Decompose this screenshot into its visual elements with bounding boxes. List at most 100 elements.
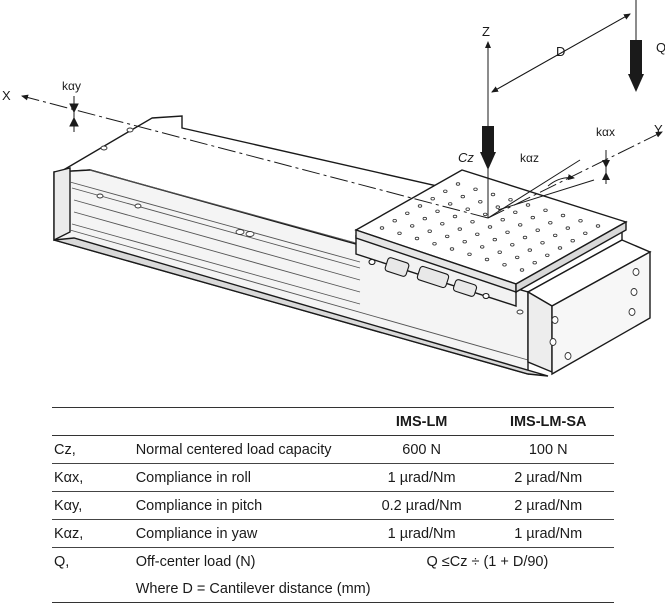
carriage-hole xyxy=(495,205,500,209)
row-symbol: Q, xyxy=(54,553,70,570)
carriage-hole xyxy=(417,204,423,208)
carriage-hole xyxy=(430,196,435,201)
carriage-hole xyxy=(480,245,485,249)
carriage-hole xyxy=(525,203,531,207)
carriage-hole xyxy=(435,209,440,213)
header-ims-lm-sa: IMS-LM-SA xyxy=(509,413,587,430)
carriage-hole xyxy=(455,182,461,186)
base-rail-lines xyxy=(69,169,529,361)
carriage-hole xyxy=(510,243,515,247)
carriage-hole xyxy=(467,252,472,256)
row-value-ims-lm: 1 µrad/Nm xyxy=(387,525,456,542)
axes xyxy=(21,0,663,219)
carriage-hole xyxy=(543,208,548,212)
row-value-ims-lm: 600 N xyxy=(402,441,441,458)
carriage-hole xyxy=(427,229,432,233)
carriage-hole xyxy=(414,236,420,241)
table-row-note: Where D = Cantilever distance (mm) xyxy=(52,575,614,603)
carriage-hole xyxy=(497,250,502,254)
carriage-hole xyxy=(560,213,566,218)
carriage-hole xyxy=(508,198,513,202)
carriage-hole xyxy=(570,238,575,243)
row-description: Normal centered load capacity xyxy=(135,441,332,458)
carriage-hole xyxy=(557,246,563,250)
x-axis-label: X xyxy=(2,88,11,103)
carriage-hole xyxy=(513,210,518,214)
carriage-hole xyxy=(595,224,601,228)
carriage-hole xyxy=(540,241,545,245)
d-dimension-label: D xyxy=(556,44,565,59)
carriage-hole xyxy=(462,239,467,244)
carriage-hole xyxy=(457,227,462,231)
row-value-ims-lm-sa: 2 µrad/Nm xyxy=(514,469,583,486)
carriage-hole xyxy=(475,232,480,236)
kaz-rotation-arc xyxy=(547,174,575,187)
base-holes xyxy=(96,127,524,315)
carriage-hole xyxy=(392,218,397,223)
q-load-label: Q xyxy=(656,40,665,55)
kax-rotation-marker xyxy=(602,160,610,180)
carriage-hole xyxy=(445,234,450,239)
carriage-hole xyxy=(460,194,465,199)
carriage-hole xyxy=(410,224,415,228)
connectors xyxy=(368,257,490,300)
kay-label: kαy xyxy=(62,79,81,93)
carriage-hole xyxy=(443,189,448,193)
row-description: Off-center load (N) xyxy=(135,553,256,570)
row-description: Compliance in pitch xyxy=(135,497,263,514)
row-symbol: Kαz, xyxy=(54,525,84,542)
carriage-hole xyxy=(527,248,532,252)
carriage-hole xyxy=(505,230,510,234)
carriage-hole xyxy=(452,214,458,219)
carriage-hole xyxy=(535,228,540,232)
q-force-arrow xyxy=(628,40,644,92)
carriage-hole xyxy=(473,187,478,191)
row-value-ims-lm: 1 µrad/Nm xyxy=(387,469,456,486)
linear-stage-diagram: X Y Z D Q Cz kαy kαx kαz xyxy=(2,0,665,377)
cz-force-arrow xyxy=(480,126,496,170)
note-spacer xyxy=(52,575,136,603)
table-row: Kαy, Compliance in pitch 0.2 µrad/Nm 2 µ… xyxy=(52,492,614,520)
table-row-q: Q, Off-center load (N) Q ≤Cz ÷ (1 + D/90… xyxy=(52,548,614,576)
kaz-label: kαz xyxy=(520,151,539,165)
carriage-hole xyxy=(432,242,437,246)
carriage-hole xyxy=(492,237,497,242)
y-axis-label: Y xyxy=(654,122,663,137)
table-row: Kαz, Compliance in yaw 1 µrad/Nm 1 µrad/… xyxy=(52,520,614,548)
carriage-hole xyxy=(553,233,558,238)
row-symbol: Kαy, xyxy=(54,497,83,514)
table-row: Cz, Normal centered load capacity 600 N … xyxy=(52,436,614,464)
row-description: Compliance in yaw xyxy=(135,525,258,542)
carriage-hole xyxy=(519,268,525,272)
row-value-ims-lm-sa: 2 µrad/Nm xyxy=(514,497,583,514)
carriage-hole xyxy=(530,215,535,220)
header-description xyxy=(136,408,361,436)
carriage-holes xyxy=(379,182,601,272)
carriage-hole xyxy=(583,231,588,235)
carriage-hole xyxy=(465,207,470,211)
carriage-hole xyxy=(397,231,402,235)
cz-load-label: Cz xyxy=(458,150,474,165)
carriage-hole xyxy=(490,192,496,197)
carriage-hole xyxy=(532,261,537,265)
row-value-ims-lm-sa: 1 µrad/Nm xyxy=(514,525,583,542)
stage-end-block xyxy=(526,239,652,376)
row-value-ims-lm: 0.2 µrad/Nm xyxy=(381,497,462,514)
table-header-row: IMS-LM IMS-LM-SA xyxy=(52,407,614,436)
carriage-hole xyxy=(422,216,427,221)
carriage-hole xyxy=(470,220,475,224)
carriage-hole xyxy=(502,263,507,267)
kax-label: kαx xyxy=(596,125,615,139)
table-row: Kαx, Compliance in roll 1 µrad/Nm 2 µrad… xyxy=(52,464,614,492)
carriage-hole xyxy=(448,202,453,206)
cantilever-note: Where D = Cantilever distance (mm) xyxy=(135,580,371,597)
carriage-hole xyxy=(484,257,490,262)
carriage-hole xyxy=(449,247,455,251)
carriage-hole xyxy=(518,223,523,227)
carriage-hole xyxy=(548,221,553,225)
row-symbol: Kαx, xyxy=(54,469,84,486)
carriage-hole xyxy=(478,200,483,204)
carriage-hole xyxy=(440,222,445,226)
header-ims-lm: IMS-LM xyxy=(395,413,448,430)
carriage-hole xyxy=(578,219,583,223)
